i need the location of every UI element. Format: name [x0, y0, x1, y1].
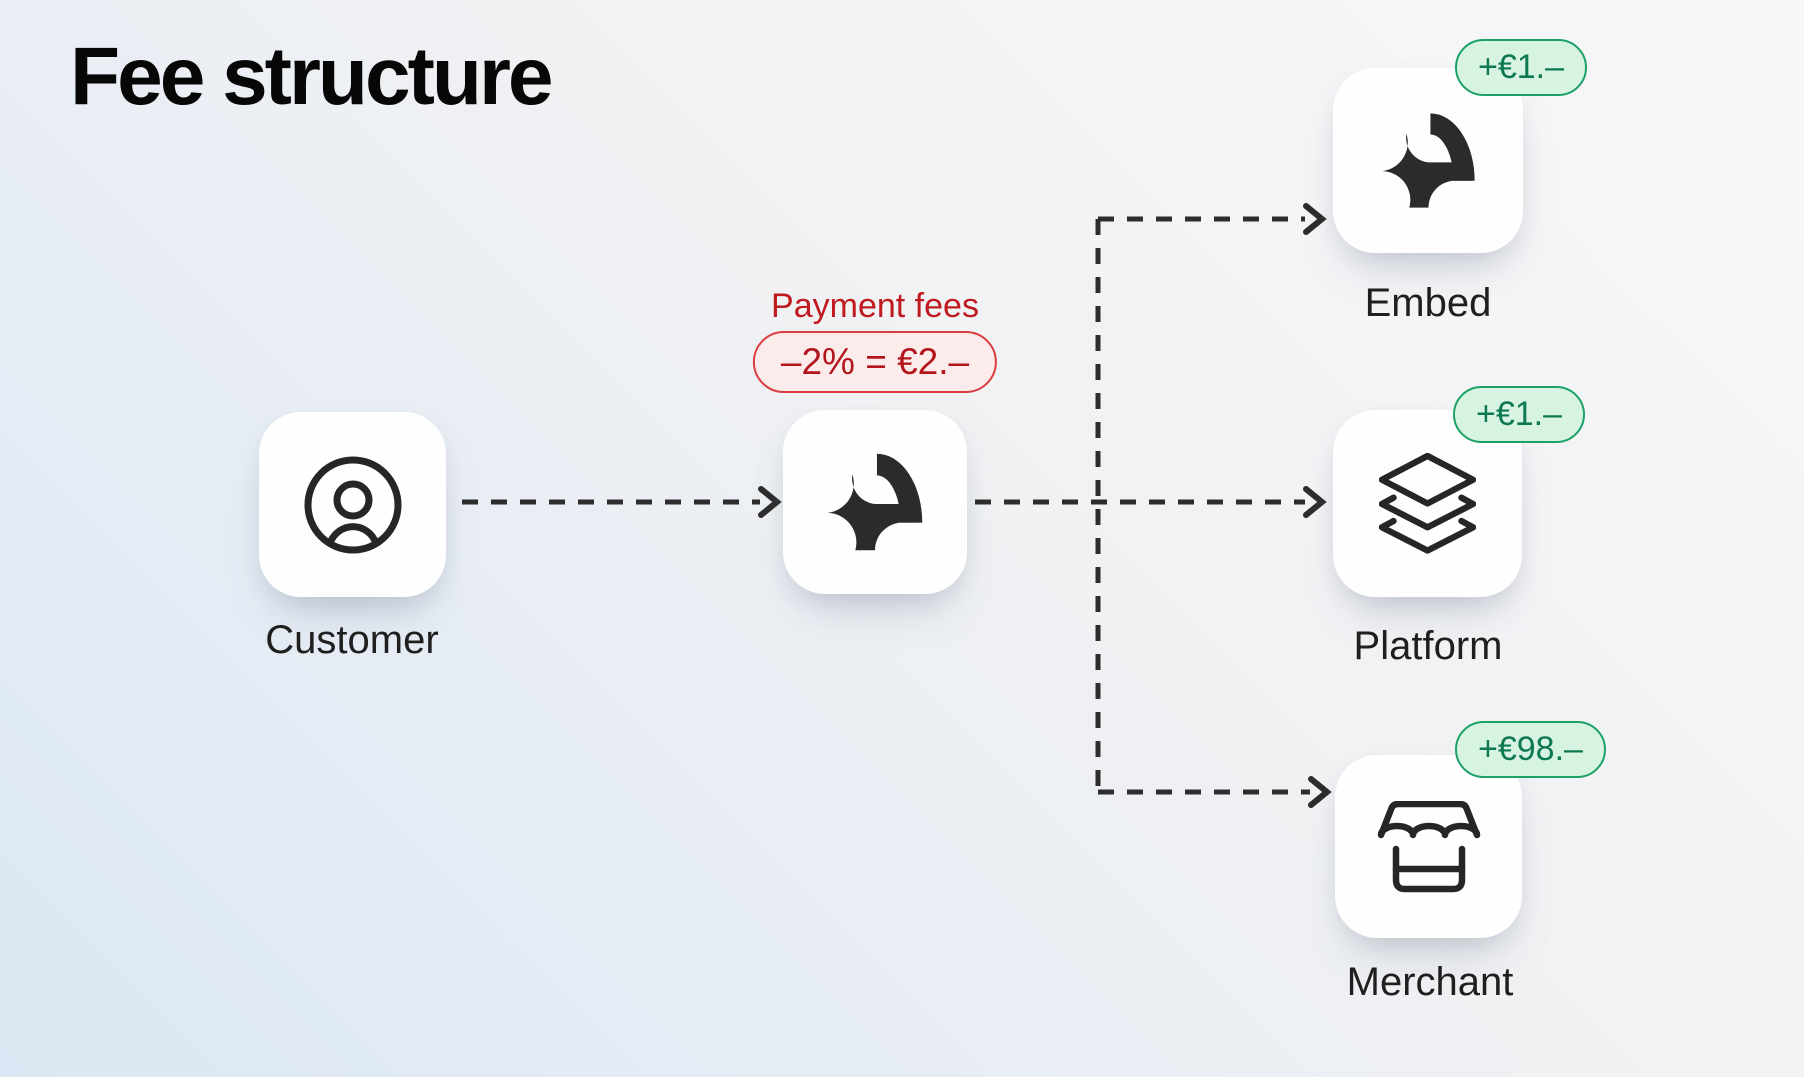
- storefront-icon: [1377, 800, 1480, 892]
- arrowhead-icon: [1303, 486, 1327, 518]
- arrowhead-icon: [1308, 776, 1332, 808]
- node-card-processor: [783, 410, 967, 594]
- badge-embed: +€1.–: [1455, 39, 1588, 96]
- page-title: Fee structure: [70, 31, 554, 122]
- node-card-customer: [259, 412, 446, 597]
- badge-merchant: +€98.–: [1455, 721, 1606, 778]
- fee-note-label: Payment fees: [771, 287, 979, 325]
- layers-icon: [1379, 453, 1476, 554]
- node-label-merchant: Merchant: [1346, 960, 1514, 1004]
- brand-logo-icon: [827, 453, 923, 551]
- arrowhead-icon: [1303, 203, 1327, 235]
- arrowhead-icon: [758, 486, 782, 518]
- node-label-platform: Platform: [1353, 624, 1503, 668]
- node-label-embed: Embed: [1364, 281, 1492, 325]
- node-card-embed: [1333, 68, 1523, 253]
- badge-platform: +€1.–: [1453, 386, 1586, 443]
- node-label-customer: Customer: [265, 618, 439, 662]
- node-card-merchant: [1335, 755, 1522, 938]
- user-circle-icon: [304, 456, 401, 553]
- brand-logo-icon: [1381, 113, 1475, 208]
- fee-note: Payment fees –2% = €2.–: [752, 286, 998, 393]
- fee-note-pill: –2% = €2.–: [752, 331, 998, 393]
